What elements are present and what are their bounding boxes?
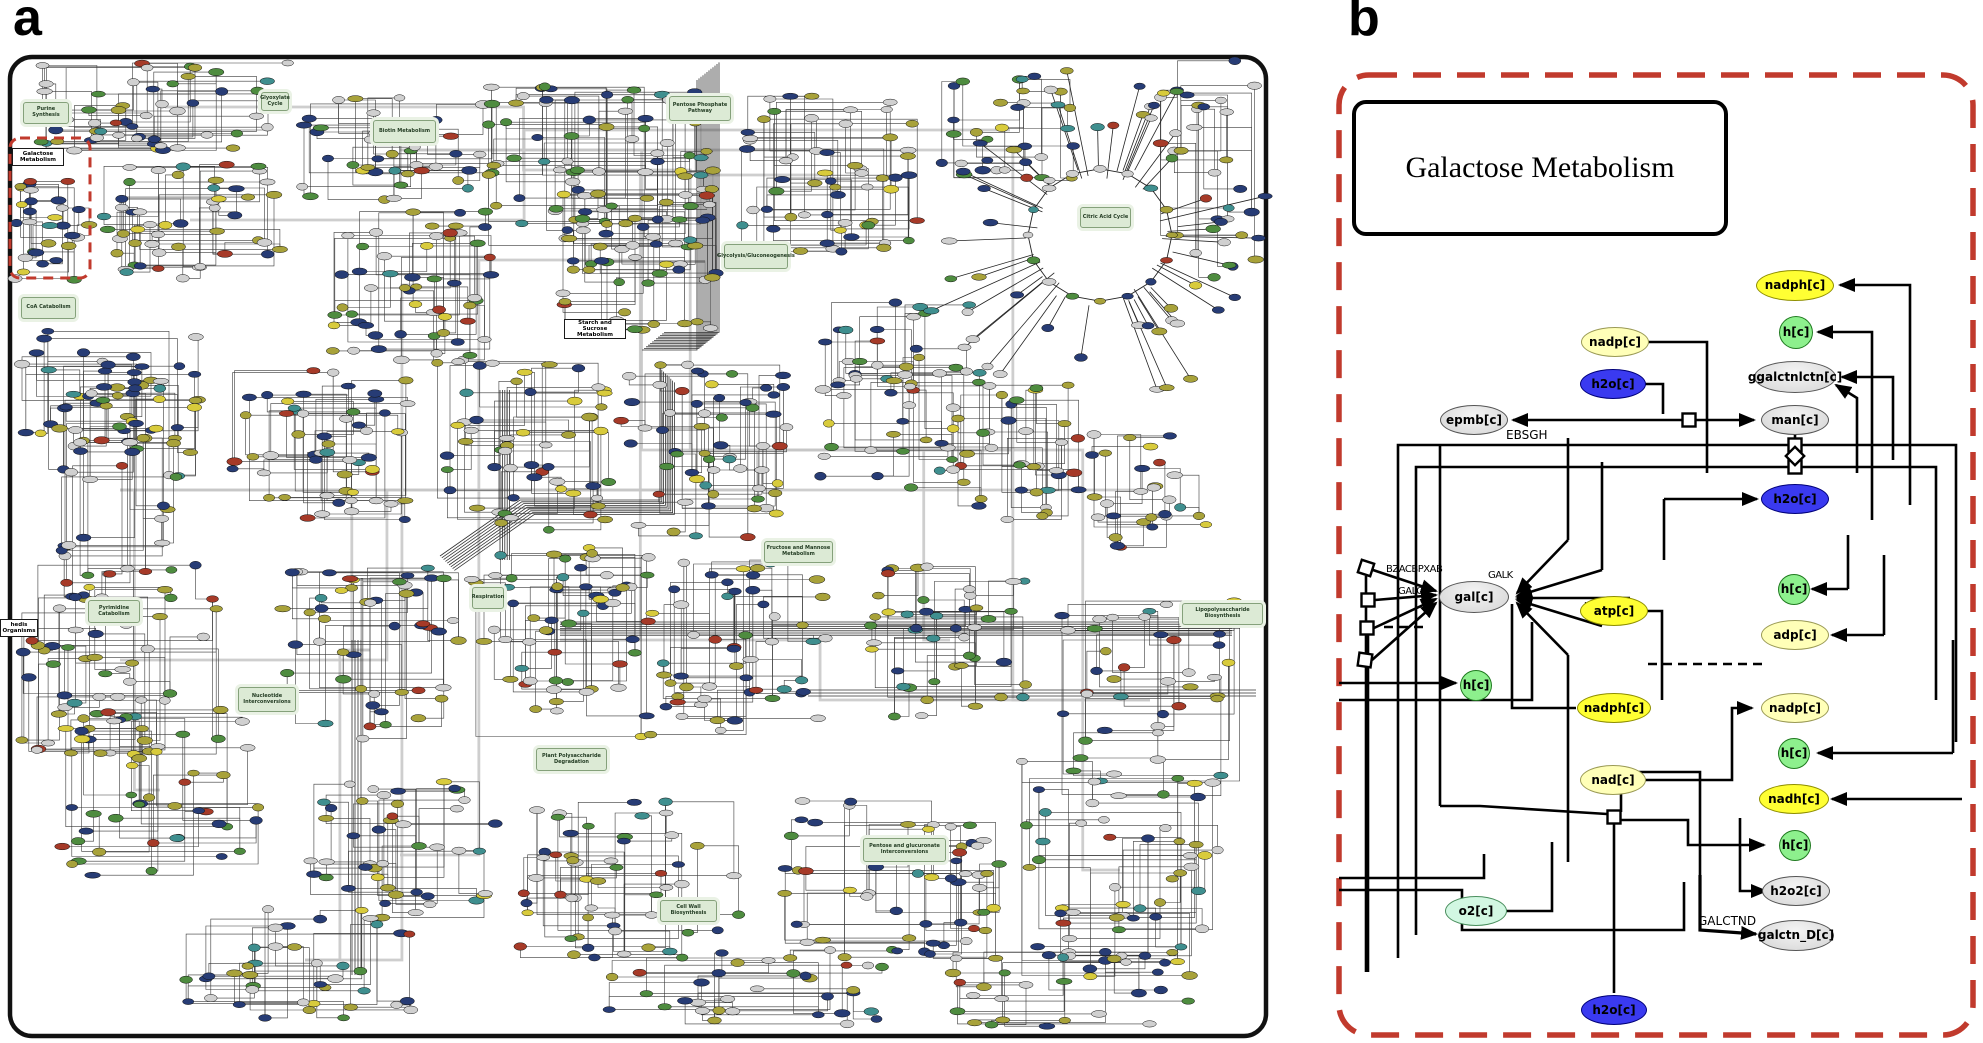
pathway-label: Biotin Metabolism	[373, 120, 436, 143]
metabolite-h2o2c: h2o2[c]	[1762, 876, 1830, 906]
metabolite-hc: h[c]	[1778, 737, 1810, 769]
reaction-label: GALK	[1488, 570, 1513, 581]
galactose-highlight-box	[8, 136, 92, 280]
reaction-node-square	[1784, 445, 1806, 467]
metabolite-h2oc: h2o[c]	[1580, 369, 1646, 399]
panel-b-title-box: Galactose Metabolism	[1352, 100, 1728, 236]
pathway-label: Citric Acid Cycle	[1080, 207, 1131, 228]
pathway-label: Plant Polysaccharide Degradation	[536, 748, 607, 771]
reaction-label: GALCTND	[1698, 914, 1757, 928]
pathway-label: Pyrimidine Catabolism	[88, 600, 140, 623]
metabolite-nadhc: nadh[c]	[1759, 784, 1829, 814]
pathway-label: Fructose and Mannose Metabolism	[764, 541, 833, 563]
panel-a-letter: a	[13, 0, 42, 47]
metabolite-ggalctnlctnc: ggalctnlctn[c]	[1748, 361, 1842, 393]
pathway-label: Starch and Sucrose Metabolism	[564, 319, 626, 339]
metabolite-galc: gal[c]	[1439, 581, 1509, 613]
pathway-label: Galactose Metabolism	[12, 148, 64, 166]
metabolite-hc: h[c]	[1778, 573, 1810, 605]
metabolite-manc: man[c]	[1761, 405, 1829, 435]
pathway-label: Glycolysis/Gluconeogenesis	[717, 244, 795, 269]
reaction-node-square	[1359, 620, 1375, 636]
metabolite-hc: h[c]	[1779, 829, 1811, 861]
pathway-label: CoA Catabolism	[21, 297, 76, 319]
metabolite-nadc: nad[c]	[1580, 765, 1646, 795]
reaction-node-square	[1681, 412, 1697, 428]
pathway-label: Purine Synthesis	[23, 102, 69, 124]
panel-b-letter: b	[1348, 0, 1380, 47]
reaction-edges	[1339, 278, 1962, 993]
metabolite-atpc: atp[c]	[1580, 596, 1648, 626]
reaction-node-square	[1356, 558, 1376, 578]
metabolic-map-panel	[7, 54, 1273, 1039]
galactose-detail-panel	[1336, 72, 1976, 1038]
metabolite-h2oc: h2o[c]	[1761, 484, 1829, 514]
metabolite-hc: h[c]	[1460, 669, 1492, 701]
pathway-label: Pentose and glucuronate Interconversions	[863, 838, 946, 862]
metabolite-h2oc: h2o[c]	[1581, 995, 1647, 1025]
metabolite-epmbc: epmb[c]	[1440, 405, 1508, 435]
pathway-label: Cell Wall Biosynthesis	[660, 900, 717, 922]
metabolite-hc: h[c]	[1779, 315, 1813, 349]
metabolite-adpc: adp[c]	[1761, 620, 1829, 650]
reaction-node-square	[1360, 592, 1376, 608]
metabolite-nadphc: nadph[c]	[1756, 269, 1834, 301]
reaction-label: EBSGH	[1506, 428, 1548, 442]
panel-b-dashed-border	[1336, 72, 1976, 1038]
reaction-squares	[1356, 412, 1806, 825]
metabolite-o2c: o2[c]	[1445, 896, 1507, 926]
pathway-label: hedis Organisms	[0, 619, 38, 637]
metabolite-nadphc: nadph[c]	[1577, 693, 1651, 723]
pathway-label: Respiration	[472, 587, 504, 609]
reaction-node-square	[1606, 809, 1622, 825]
pathway-label: Pentose Phosphate Pathway	[669, 96, 731, 121]
reaction-label: BZACBPXAB	[1386, 564, 1443, 575]
reaction-label: GALOR	[1398, 586, 1431, 597]
network-nodes	[7, 56, 1273, 1030]
reaction-node-square	[1356, 651, 1374, 669]
panel-b-title-text: Galactose Metabolism	[1405, 151, 1675, 184]
metabolite-galctn_Dc: galctn_D[c]	[1758, 919, 1834, 951]
metabolite-nadpc: nadp[c]	[1581, 327, 1649, 357]
metabolite-nadpc: nadp[c]	[1761, 693, 1829, 723]
pathway-label: Nucleotide Interconversions	[238, 687, 296, 712]
pathway-label: Glyoxylate Cycle	[260, 92, 290, 111]
pathway-label: Lipopolysaccharide Biosynthesis	[1182, 603, 1263, 625]
